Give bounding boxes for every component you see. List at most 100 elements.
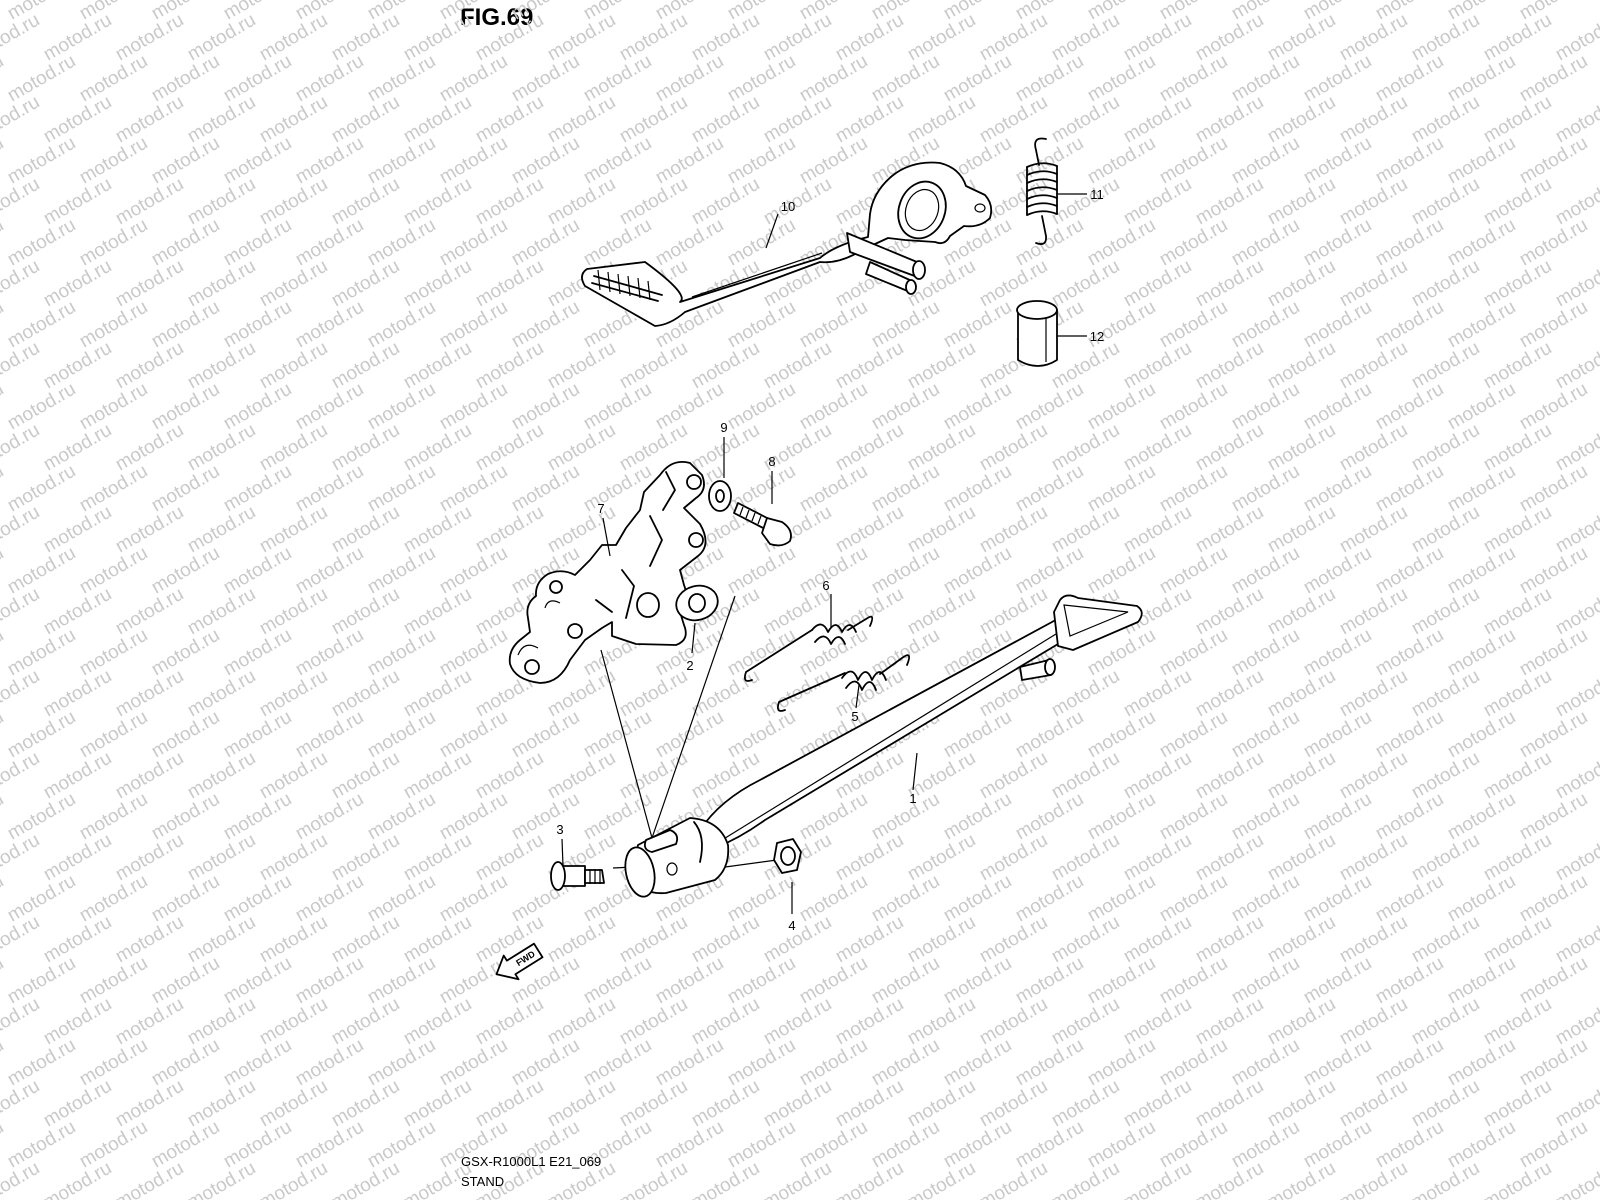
watermark-text: motod.ru [1228, 133, 1303, 189]
watermark-text: motod.ru [652, 953, 727, 1009]
watermark-text: motod.ru [1084, 1117, 1159, 1173]
watermark-text: motod.ru [184, 174, 259, 230]
watermark-text: motod.ru [508, 707, 583, 763]
watermark-text: motod.ru [1516, 707, 1591, 763]
watermark-text: motod.ru [1480, 92, 1555, 148]
watermark-text: motod.ru [1372, 789, 1447, 845]
watermark-text: motod.ru [400, 92, 475, 148]
watermark-text: motod.ru [112, 994, 187, 1050]
watermark-text: motod.ru [292, 133, 367, 189]
watermark-text: motod.ru [256, 584, 331, 640]
watermark-text: motod.ru [1228, 215, 1303, 271]
watermark-text: motod.ru [1048, 256, 1123, 312]
watermark-text: motod.ru [1048, 994, 1123, 1050]
watermark-text: motod.ru [1336, 830, 1411, 886]
watermark-text: motod.ru [616, 1158, 691, 1200]
watermark-text: motod.ru [1048, 1076, 1123, 1132]
watermark-text: motod.ru [220, 1117, 295, 1173]
watermark-text: motod.ru [1192, 1076, 1267, 1132]
watermark-text: motod.ru [1084, 1035, 1159, 1091]
watermark-text: motod.ru [832, 502, 907, 558]
watermark-text: motod.ru [364, 789, 439, 845]
watermark-text: motod.ru [1516, 543, 1591, 599]
watermark-text: motod.ru [1192, 174, 1267, 230]
watermark-text: motod.ru [1264, 502, 1339, 558]
watermark-text: motod.ru [292, 789, 367, 845]
watermark-text: motod.ru [436, 953, 511, 1009]
watermark-text: motod.ru [1444, 625, 1519, 681]
watermark-text: motod.ru [544, 994, 619, 1050]
watermark-text: motod.ru [328, 10, 403, 66]
watermark-text: motod.ru [256, 256, 331, 312]
watermark-text: motod.ru [544, 174, 619, 230]
watermark-text: motod.ru [1444, 789, 1519, 845]
watermark-text: motod.ru [1048, 1158, 1123, 1200]
watermark-text: motod.ru [1336, 994, 1411, 1050]
watermark-text: motod.ru [0, 830, 43, 886]
watermark-text: motod.ru [40, 830, 115, 886]
watermark-text: motod.ru [400, 502, 475, 558]
watermark-text: motod.ru [1228, 1117, 1303, 1173]
watermark-text: motod.ru [724, 625, 799, 681]
watermark-text: motod.ru [1444, 1035, 1519, 1091]
watermark-text: motod.ru [0, 789, 7, 845]
watermark-text: motod.ru [1228, 379, 1303, 435]
watermark-text: motod.ru [832, 338, 907, 394]
watermark-text: motod.ru [1372, 133, 1447, 189]
watermark-text: motod.ru [1300, 789, 1375, 845]
watermark-text: motod.ru [256, 338, 331, 394]
watermark-text: motod.ru [220, 133, 295, 189]
watermark-text: motod.ru [1372, 707, 1447, 763]
watermark-text: motod.ru [1336, 584, 1411, 640]
watermark-text: motod.ru [256, 748, 331, 804]
watermark-text: motod.ru [508, 215, 583, 271]
callout-11: 11 [1090, 187, 1104, 202]
watermark-text: motod.ru [1156, 215, 1231, 271]
watermark-text: motod.ru [796, 51, 871, 107]
watermark-text: motod.ru [436, 51, 511, 107]
watermark-text: motod.ru [1048, 92, 1123, 148]
side-stand-part-1 [624, 594, 1143, 898]
watermark-text: motod.ru [472, 420, 547, 476]
watermark-text: motod.ru [1264, 338, 1339, 394]
watermark-text: motod.ru [40, 666, 115, 722]
watermark-text: motod.ru [148, 1035, 223, 1091]
watermark-text: motod.ru [724, 1035, 799, 1091]
watermark-text: motod.ru [472, 830, 547, 886]
watermark-text: motod.ru [76, 789, 151, 845]
watermark-text: motod.ru [904, 994, 979, 1050]
watermark-text: motod.ru [1408, 912, 1483, 968]
spring-part-11 [1026, 137, 1058, 245]
watermark-text: motod.ru [1264, 748, 1339, 804]
watermark-text: motod.ru [1408, 666, 1483, 722]
watermark-text: motod.ru [1336, 174, 1411, 230]
watermark-text: motod.ru [904, 420, 979, 476]
watermark-text: motod.ru [940, 543, 1015, 599]
watermark-text: motod.ru [1012, 379, 1087, 435]
watermark-text: motod.ru [1228, 461, 1303, 517]
watermark-text: motod.ru [868, 297, 943, 353]
watermark-text: motod.ru [292, 543, 367, 599]
watermark-text: motod.ru [256, 174, 331, 230]
watermark-text: motod.ru [1408, 1076, 1483, 1132]
watermark-text: motod.ru [292, 707, 367, 763]
watermark-text: motod.ru [364, 625, 439, 681]
watermark-text: motod.ru [904, 502, 979, 558]
watermark-text: motod.ru [1012, 707, 1087, 763]
watermark-text: motod.ru [1480, 584, 1555, 640]
watermark-text: motod.ru [1192, 584, 1267, 640]
watermark-text: motod.ru [0, 92, 43, 148]
watermark-text: motod.ru [1444, 133, 1519, 189]
watermark-text: motod.ru [76, 871, 151, 927]
watermark-text: motod.ru [724, 297, 799, 353]
watermark-text: motod.ru [1372, 215, 1447, 271]
watermark-text: motod.ru [256, 994, 331, 1050]
watermark-text: motod.ru [1300, 707, 1375, 763]
callout-1: 1 [909, 791, 916, 806]
spring-part-6 [743, 615, 874, 682]
watermark-text: motod.ru [112, 256, 187, 312]
watermark-text: motod.ru [688, 994, 763, 1050]
watermark-text: motod.ru [1264, 830, 1339, 886]
watermark-text: motod.ru [292, 215, 367, 271]
watermark-text: motod.ru [1264, 666, 1339, 722]
